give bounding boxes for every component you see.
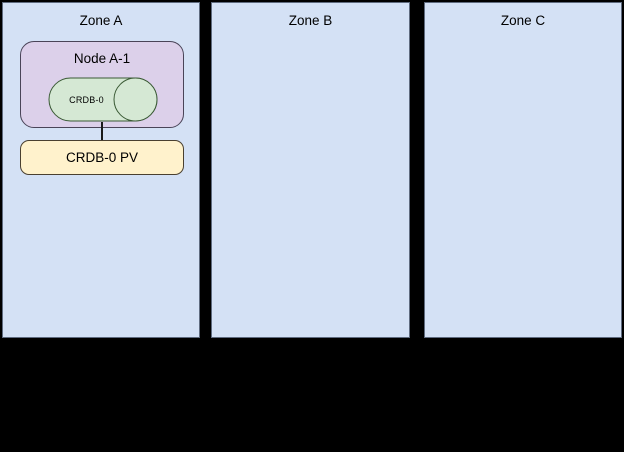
pv-crdb-0-label: CRDB-0 PV <box>65 150 138 165</box>
database-label-crdb-0: CRDB-0 <box>69 94 104 105</box>
pv-crdb-0[interactable]: CRDB-0 PV <box>20 140 184 175</box>
zone-a-title: Zone A <box>79 13 123 28</box>
connector-node-a1-to-pv <box>101 122 103 141</box>
zone-a-container: Zone A Node A-1 CRDB-0 CRDB-0 PV <box>2 2 200 338</box>
database-cylinder-crdb-0[interactable]: CRDB-0 <box>48 77 158 122</box>
zone-c-title: Zone C <box>500 13 546 28</box>
node-a-1-label: Node A-1 <box>73 51 131 66</box>
zone-b-container: Zone B Node B-1 CRDB-1 CRDB-1 PV Node B-… <box>211 2 605 338</box>
zone-c-container: Zone C Node C-1 CRDB-2 CRDB-2 PV Node C-… <box>424 2 622 338</box>
zone-b-title: Zone B <box>288 13 333 28</box>
